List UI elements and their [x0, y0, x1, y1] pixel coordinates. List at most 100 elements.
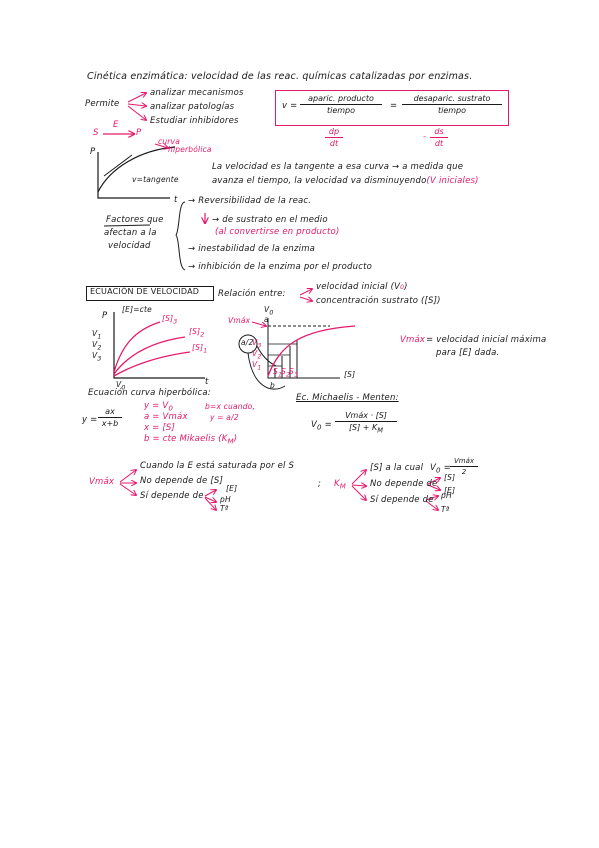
reaction-e: E	[113, 120, 119, 130]
graph3-s1-label: S1	[273, 367, 283, 379]
hiperbolica-den: x+b	[101, 419, 119, 428]
km-branch-b1: [S] a la cual	[370, 463, 424, 473]
graph2-p-label: P	[102, 311, 108, 321]
relacion-item-1-text: velocidad inicial (V	[316, 282, 401, 292]
graph1-t-label: t	[174, 195, 178, 205]
graph3-s3-label: S3	[289, 367, 299, 379]
velocity-den-2: tiempo	[437, 106, 467, 115]
hiperbolica-l2: a = Vmáx	[144, 412, 188, 422]
graph2-v2-label: V2	[92, 340, 102, 352]
graph3-v1-label: V1	[252, 360, 262, 372]
vmax-branch-b2: No depende de [S]	[140, 476, 223, 486]
factores-item-1: → Reversibilidad de la reac.	[188, 196, 312, 206]
permite-arrows	[127, 93, 146, 120]
hiperbolica-num: ax	[98, 407, 122, 418]
graph2-curves	[113, 321, 191, 377]
graph2-s2-label: [S]2	[189, 327, 205, 339]
relacion-item-1: velocidad inicial (V0)	[316, 282, 408, 292]
vmax-branch-label: Vmáx	[89, 477, 115, 487]
graph2-s1-label: [S]1	[192, 343, 208, 355]
graph1-p-label: P	[90, 147, 96, 157]
km-branch-b2: No depende de	[370, 479, 438, 489]
ecuacion-velocidad-header: ECUACIÓN DE VELOCIDAD	[90, 287, 200, 296]
km-branch-num: Vmáx	[450, 457, 478, 467]
graph1-axes	[97, 146, 176, 199]
graph1-curva: curva	[158, 137, 180, 146]
factores-label-1: Factores que	[106, 215, 164, 225]
michaelis-frac: Vmáx · [S] [S] + KM	[335, 411, 397, 435]
vmax-branch-b3b: Tª	[220, 504, 229, 513]
graph3-s2-label: S2	[281, 367, 291, 379]
vmax-branch-b1: Cuando la E está saturada por el S	[140, 461, 295, 471]
graph2-s3-label: [S]3	[162, 314, 178, 326]
permite-item-1: analizar mecanismos	[150, 88, 244, 98]
hiperbolica-frac: ax x+b	[98, 407, 122, 428]
vmax-branch-b2b: [E]	[226, 484, 238, 493]
velocity-frac-2: desaparic. sustrato tiempo	[402, 94, 502, 115]
velocity-num-1: aparic. producto	[300, 94, 382, 105]
relacion-item-1-close: )	[404, 282, 408, 292]
neg-sign: -	[423, 132, 427, 142]
tangente-line-2: avanza el tiempo, la velocidad va dismin…	[212, 176, 479, 186]
page-title: Cinética enzimática: velocidad de las re…	[87, 71, 473, 82]
factores-item-2: → de sustrato en el medio	[212, 215, 328, 225]
relacion-label: Relación entre:	[218, 289, 286, 299]
graph1-tangente: v=tangente	[132, 175, 179, 184]
vmax-def-eq: = velocidad inicial máxima	[426, 335, 547, 345]
velocity-v: v =	[282, 101, 298, 111]
graph3-v3-label: V3	[252, 338, 262, 350]
permite-item-2: analizar patologías	[150, 102, 235, 112]
michaelis-lhs: V0 =	[311, 420, 332, 432]
relacion-item-1-sub: 0	[400, 284, 405, 291]
relacion-arrows	[299, 289, 312, 301]
graph2-v0-label: V0	[116, 380, 126, 392]
km-branch-b3: Sí depende de	[370, 495, 434, 505]
dt-label-1: dt	[329, 139, 339, 148]
km-semicolon: ;	[318, 479, 322, 489]
factores-item-3: → inestabilidad de la enzima	[188, 244, 316, 254]
km-branch-b3a: pH	[441, 491, 452, 500]
hiperbolica-l1: y = V0	[144, 401, 174, 413]
hiperbolica-c1: b=x cuando,	[205, 402, 256, 411]
graph3-vmax-label: Vmáx	[228, 316, 251, 325]
permite-item-3: Estudiar inhibidores	[150, 116, 239, 126]
hiperbolica-header: Ecuación curva hiperbólica:	[88, 388, 211, 398]
vmax-def-label: Vmáx	[400, 335, 426, 345]
michaelis-num: Vmáx · [S]	[335, 411, 397, 422]
factores-label-2: afectan a la	[104, 228, 157, 238]
vmax-def-line2: para [E] dada.	[436, 348, 500, 358]
vmax-branch-b3: Sí depende de	[140, 491, 204, 501]
velocity-frac-1: aparic. producto tiempo	[300, 94, 382, 115]
km-branch-label: KM	[334, 479, 347, 491]
velocity-den-1: tiempo	[326, 106, 356, 115]
michaelis-den: [S] + KM	[348, 423, 384, 435]
graph3-s-label: [S]	[344, 370, 356, 379]
dp-label: dp	[325, 127, 343, 138]
hiperbolica-c2: y = a/2	[210, 413, 239, 422]
reaction-s: S	[93, 128, 99, 138]
vmax-branch-b3a: pH	[220, 495, 231, 504]
km-branch-b2b: [E]	[444, 486, 456, 495]
hiperbolica-l4: b = cte Mikaelis (KM)	[144, 434, 238, 446]
dt-label-2: dt	[434, 139, 444, 148]
hiperbolica-l3: x = [S]	[144, 423, 175, 433]
ds-dt-frac: ds dt	[430, 127, 448, 148]
graph3-v2-label: V2	[252, 349, 262, 361]
graph2-v3-label: V3	[92, 351, 102, 363]
graph1-hiperbolica: hiperbólica	[168, 145, 212, 154]
graph2-t-label: t	[205, 377, 209, 387]
graph3-v0-axis: V0	[264, 305, 274, 317]
km-branch-b2a: [S]	[444, 473, 456, 482]
michaelis-header: Ec. Michaelis - Menten:	[296, 393, 399, 403]
tangente-line-2b: (V iniciales)	[426, 176, 479, 186]
reaction-p: P	[136, 128, 142, 138]
permite-label: Permite	[85, 99, 120, 109]
km-branch-b3b: Tª	[441, 505, 450, 514]
factores-item-2b: (al convertirse en producto)	[215, 227, 340, 237]
factores-item-4: → inhibición de la enzima por el product…	[188, 262, 372, 272]
dp-dt-frac: dp dt	[325, 127, 343, 148]
km-branch-frac: Vmáx 2	[450, 457, 478, 476]
ecuacion-velocidad-box	[86, 286, 214, 301]
km-branch-den: 2	[461, 468, 467, 476]
graph3-half-label: a/2	[241, 338, 254, 347]
